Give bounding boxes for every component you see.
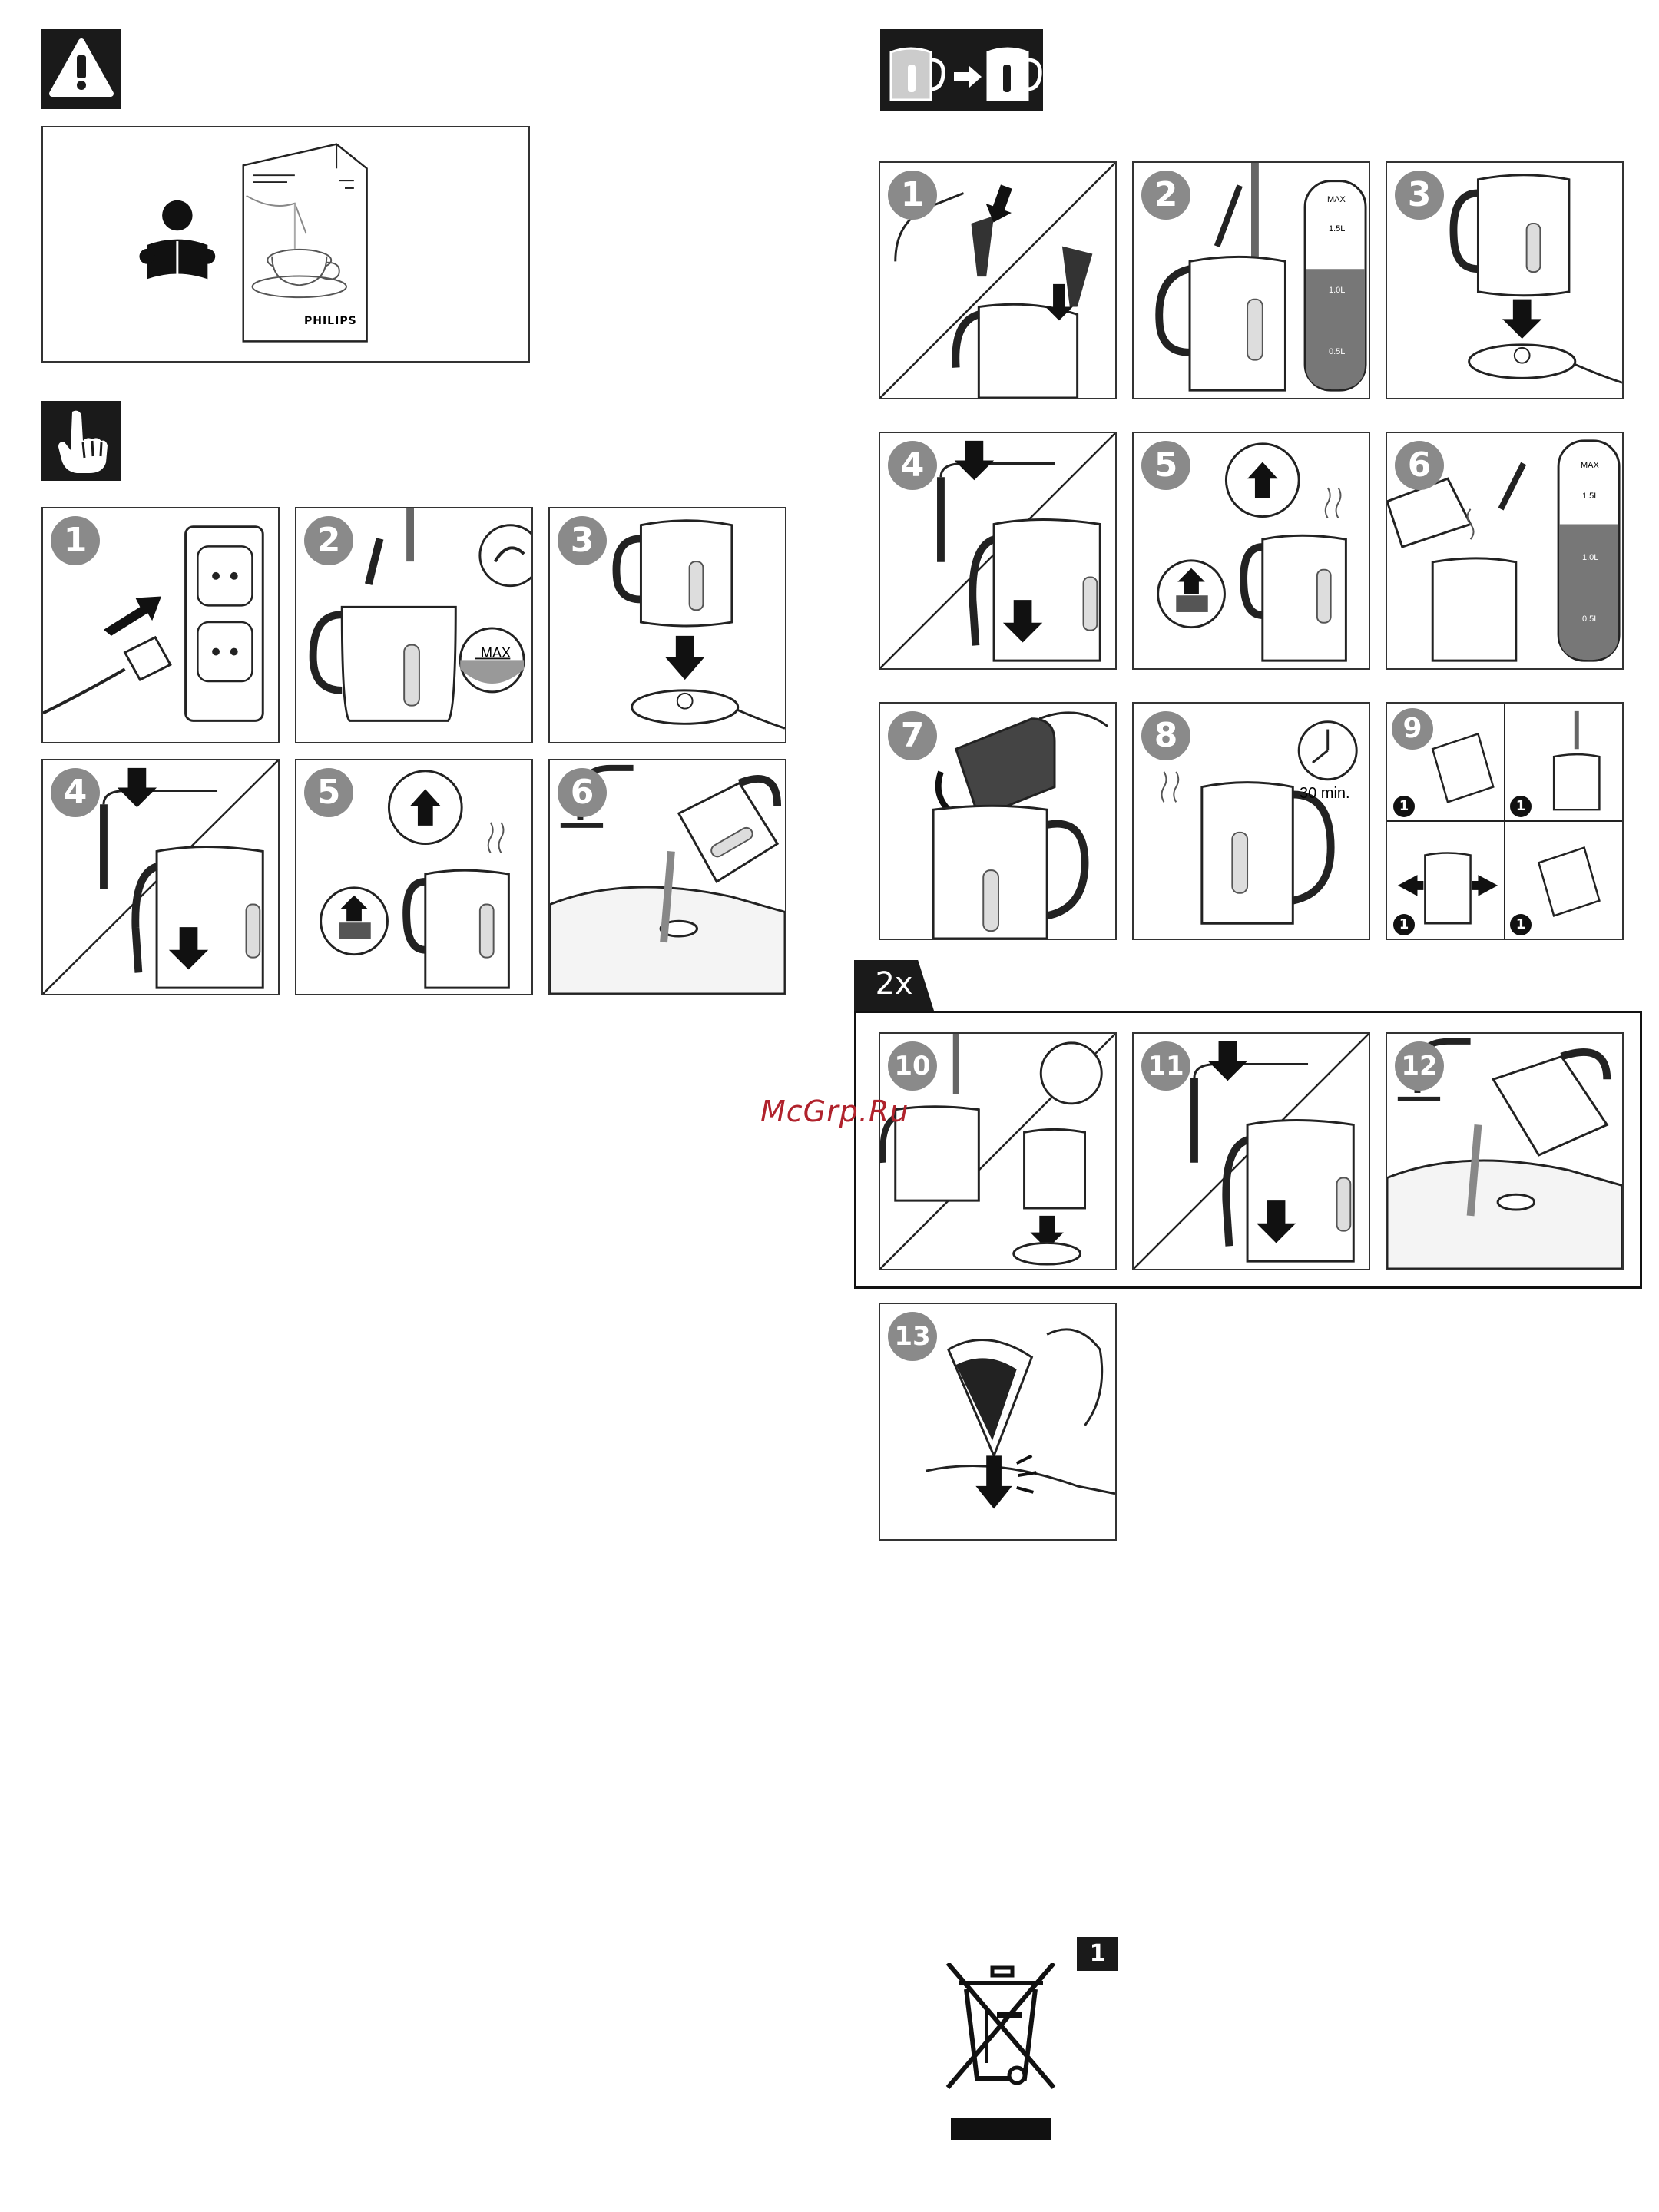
manual-booklet-illustration — [43, 127, 528, 361]
warning-icon — [41, 29, 121, 109]
crossed-bin-icon — [943, 1963, 1058, 2140]
substep-number: 1 — [1393, 796, 1415, 817]
descale-step-4: 4 — [879, 432, 1117, 670]
descale-step-11: 11 — [1132, 1032, 1370, 1270]
step-number: 10 — [888, 1041, 937, 1091]
read-manual-panel: PHILIPS — [41, 126, 530, 363]
timer-label: 30 min. — [1300, 785, 1350, 803]
instructions-header — [41, 401, 121, 481]
step-number: 12 — [1395, 1041, 1444, 1091]
descale-step-8: 30 min. 8 — [1132, 702, 1370, 940]
scale-0-5l: 0.5L — [1582, 614, 1598, 624]
scale-0-5l: 0.5L — [1329, 347, 1345, 356]
descale-step-10: 10 — [879, 1032, 1117, 1270]
step-number: 4 — [888, 441, 937, 490]
max-label: MAX — [481, 645, 511, 661]
substep-number: 1 — [1393, 914, 1415, 935]
step-number: 13 — [888, 1312, 937, 1361]
first-use-step-1: 1 — [41, 507, 280, 743]
step-number: 8 — [1141, 711, 1190, 760]
step-number: 3 — [558, 516, 607, 565]
descale-step-6: MAX 1.5L 1.0L 0.5L 6 — [1386, 432, 1624, 670]
scale-1-5l: 1.5L — [1582, 492, 1598, 501]
substep-number: 1 — [1510, 914, 1532, 935]
step-number: 1 — [51, 516, 100, 565]
first-use-step-6: 6 — [548, 759, 786, 995]
step-number: 2 — [304, 516, 353, 565]
step-number: 11 — [1141, 1041, 1190, 1091]
step-number: 2 — [1141, 171, 1190, 220]
descale-step-7: 7 — [879, 702, 1117, 940]
first-use-step-4: 4 — [41, 759, 280, 995]
scale-1-5l: 1.5L — [1329, 224, 1345, 233]
step-number: 9 — [1392, 708, 1433, 750]
first-use-step-5: 5 — [295, 759, 533, 995]
descale-step-9: 1 1 1 1 9 — [1386, 702, 1624, 940]
descale-step-3: 3 — [1386, 161, 1624, 399]
watermark: McGrp.Ru — [760, 1094, 909, 1128]
step-number: 1 — [888, 171, 937, 220]
descale-step-12: 12 — [1386, 1032, 1624, 1270]
descaling-header — [880, 29, 1043, 111]
scale-1-0l: 1.0L — [1329, 286, 1345, 295]
booklet-brand: PHILIPS — [304, 315, 357, 327]
warning-header — [41, 29, 121, 109]
pointing-hand-icon — [41, 401, 121, 481]
substep-number: 1 — [1510, 796, 1532, 817]
step-number: 7 — [888, 711, 937, 760]
first-use-step-2: MAX 2 — [295, 507, 533, 743]
step-number: 3 — [1395, 171, 1444, 220]
step-number: 5 — [1141, 441, 1190, 490]
step-number: 4 — [51, 768, 100, 817]
descale-step-1: 1 — [879, 161, 1117, 399]
descale-step-13: 13 — [879, 1303, 1117, 1541]
repeat-badge: 2x — [854, 960, 934, 1011]
scale-max: MAX — [1581, 461, 1599, 470]
weee-badge: 1 — [1077, 1937, 1118, 1971]
step-number: 6 — [1395, 441, 1444, 490]
scale-max: MAX — [1327, 195, 1346, 204]
scale-1-0l: 1.0L — [1582, 553, 1598, 562]
descale-step-2: MAX 1.5L 1.0L 0.5L 2 — [1132, 161, 1370, 399]
step-number: 6 — [558, 768, 607, 817]
descaling-kettle-icon — [880, 29, 1043, 111]
step-number: 5 — [304, 768, 353, 817]
descale-step-5: 5 — [1132, 432, 1370, 670]
weee-badge-number: 1 — [1090, 1940, 1106, 1967]
first-use-step-3: 3 — [548, 507, 786, 743]
